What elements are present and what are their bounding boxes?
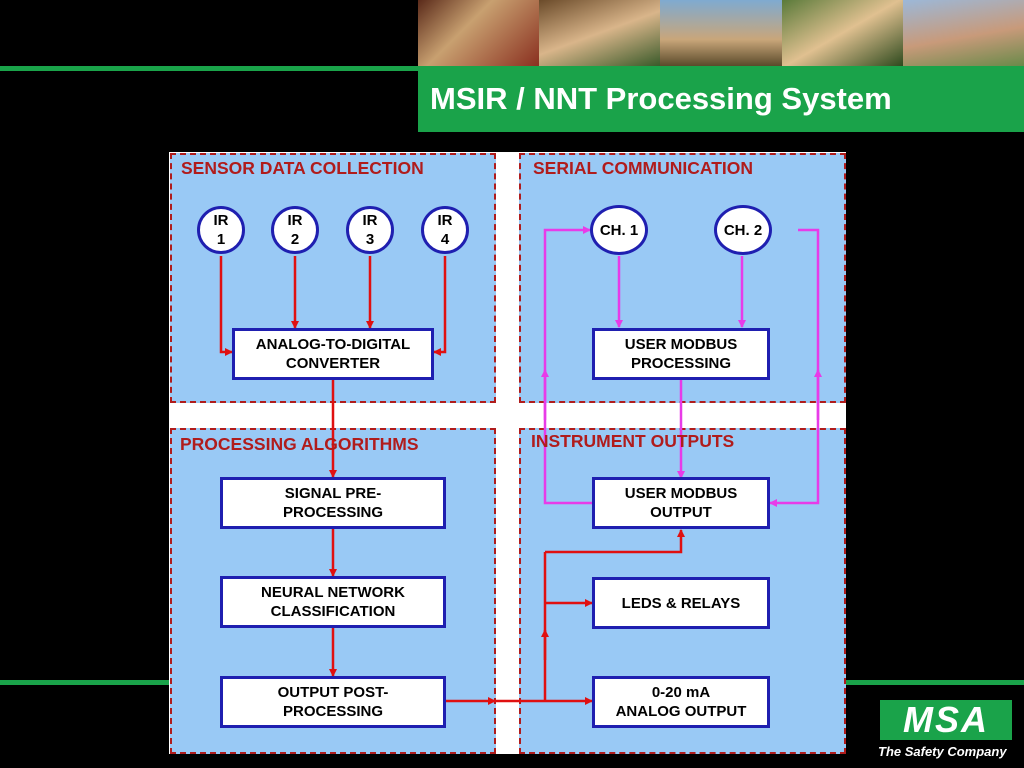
title-bar (418, 66, 1024, 132)
footer-line-left (0, 680, 170, 685)
box-signal-pre-processing: SIGNAL PRE- PROCESSING (220, 477, 446, 529)
box-analog-output: 0-20 mA ANALOG OUTPUT (592, 676, 770, 728)
box-leds-relays: LEDS & RELAYS (592, 577, 770, 629)
box-modbus-processing: USER MODBUS PROCESSING (592, 328, 770, 380)
footer-line-right (846, 680, 1024, 685)
sensor-ir-3: IR 3 (346, 206, 394, 254)
box-adc: ANALOG-TO-DIGITAL CONVERTER (232, 328, 434, 380)
arrow-bus-modbus (545, 529, 685, 554)
arrow-ir1-adc (219, 256, 233, 356)
panel-title-serial: SERIAL COMMUNICATION (533, 158, 754, 178)
arrow-ir4-adc (433, 256, 447, 356)
arrow-loop-right (769, 228, 820, 507)
msa-logo (880, 700, 1012, 740)
header-divider-line (0, 66, 420, 71)
panel-title-sensor: SENSOR DATA COLLECTION (181, 158, 424, 178)
box-neural-network: NEURAL NETWORK CLASSIFICATION (220, 576, 446, 628)
panel-title-outputs: INSTRUMENT OUTPUTS (531, 431, 735, 451)
arrow-loop-left (543, 226, 593, 505)
page-title: MSIR / NNT Processing System (430, 81, 892, 116)
header-photo-strip (418, 0, 1024, 66)
channel-1: CH. 1 (590, 205, 648, 255)
msa-tagline: The Safety Company (878, 744, 1007, 759)
box-modbus-output: USER MODBUS OUTPUT (592, 477, 770, 529)
panel-title-processing: PROCESSING ALGORITHMS (180, 434, 419, 454)
sensor-ir-2: IR 2 (271, 206, 319, 254)
channel-2: CH. 2 (714, 205, 772, 255)
sensor-ir-1: IR 1 (197, 206, 245, 254)
box-output-post-processing: OUTPUT POST- PROCESSING (220, 676, 446, 728)
msa-logo-text: MSA (903, 699, 989, 740)
sensor-ir-4: IR 4 (421, 206, 469, 254)
